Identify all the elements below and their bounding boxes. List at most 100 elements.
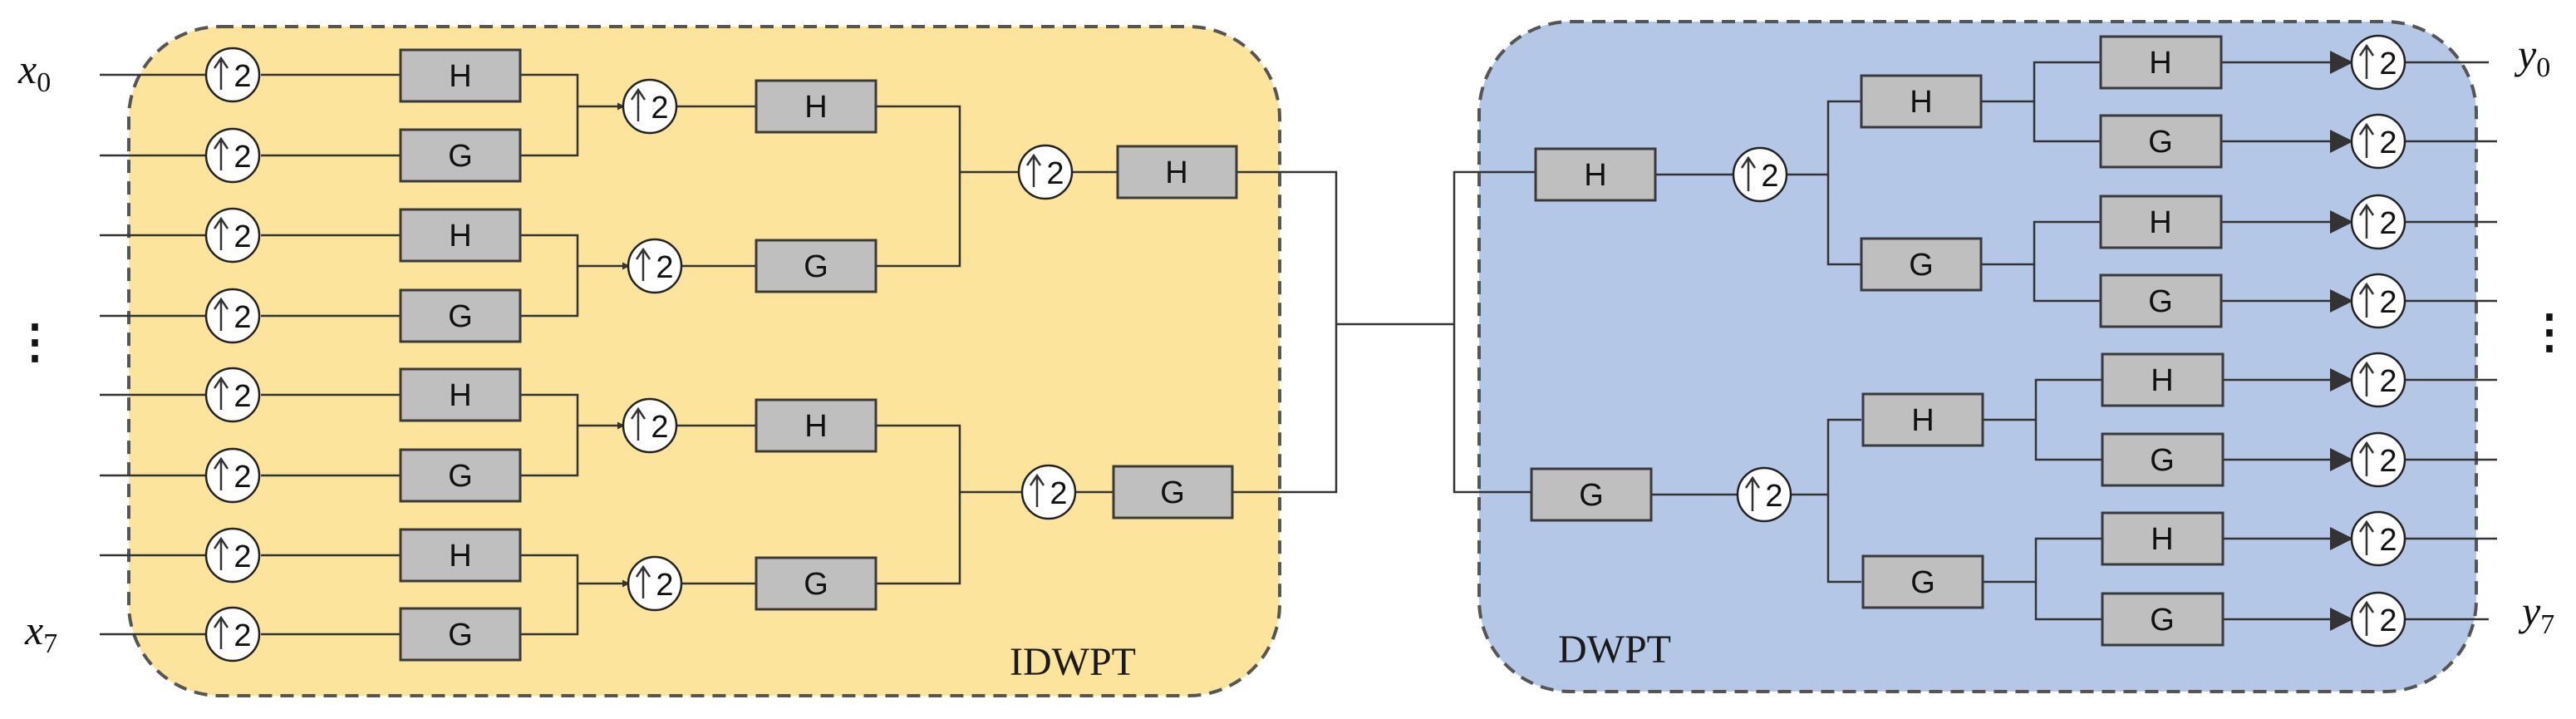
filter-g: G bbox=[755, 556, 878, 611]
svg-text:G: G bbox=[1909, 248, 1934, 283]
dwpt-title: DWPT bbox=[1558, 628, 1671, 672]
svg-text:2: 2 bbox=[234, 140, 251, 175]
svg-text:2: 2 bbox=[656, 568, 673, 603]
svg-text:H: H bbox=[449, 219, 471, 254]
svg-text:H: H bbox=[1584, 158, 1606, 193]
filter-h: H bbox=[1860, 74, 1983, 129]
svg-text:G: G bbox=[1579, 478, 1604, 513]
upsampler: 2 bbox=[204, 288, 261, 344]
svg-text:2: 2 bbox=[2379, 206, 2397, 241]
svg-text:2: 2 bbox=[2379, 603, 2397, 638]
svg-text:G: G bbox=[2150, 443, 2175, 478]
upsampler: 2 bbox=[204, 606, 261, 662]
svg-text:H: H bbox=[1910, 85, 1932, 120]
dwpt-wires bbox=[1651, 51, 2497, 631]
idwpt-panel bbox=[127, 25, 1281, 697]
filter-h: H bbox=[399, 48, 522, 103]
filter-h: H bbox=[1534, 147, 1657, 202]
svg-text:H: H bbox=[449, 539, 471, 574]
svg-text:2: 2 bbox=[2379, 523, 2397, 558]
upsampler: 2 bbox=[622, 78, 678, 135]
upsampler: 2 bbox=[1020, 464, 1077, 520]
svg-text:2: 2 bbox=[1046, 156, 1064, 191]
svg-text:2: 2 bbox=[656, 250, 673, 285]
upsampler: 2 bbox=[627, 555, 683, 612]
svg-text:G: G bbox=[1910, 565, 1935, 600]
filter-h: H bbox=[2099, 35, 2223, 90]
filter-h: H bbox=[2101, 511, 2225, 566]
idwpt-wires bbox=[100, 71, 1536, 638]
svg-text:2: 2 bbox=[234, 539, 251, 574]
upsampler: 2 bbox=[204, 447, 261, 504]
svg-text:2: 2 bbox=[1050, 476, 1067, 511]
downsampler: 2 bbox=[2350, 113, 2406, 170]
svg-text:G: G bbox=[448, 139, 473, 174]
filter-g: G bbox=[755, 239, 878, 293]
filter-g: G bbox=[399, 128, 522, 183]
upsampler: 2 bbox=[204, 207, 261, 263]
filter-g: G bbox=[2099, 114, 2223, 169]
idwpt-title: IDWPT bbox=[1010, 640, 1136, 684]
svg-text:2: 2 bbox=[234, 460, 251, 495]
filter-h: H bbox=[399, 367, 522, 422]
filter-h: H bbox=[399, 528, 522, 583]
dwpt-filter-blocks: H G H G H G H G H G H G H G bbox=[1530, 35, 2225, 647]
svg-text:2: 2 bbox=[234, 618, 251, 653]
filter-h: H bbox=[2099, 195, 2223, 249]
upsampler: 2 bbox=[204, 47, 261, 103]
downsampler: 2 bbox=[2350, 34, 2406, 91]
upsampler: 2 bbox=[627, 238, 683, 294]
filter-g: G bbox=[2099, 273, 2223, 328]
downsampler: 2 bbox=[2350, 510, 2406, 567]
svg-text:H: H bbox=[449, 378, 471, 413]
svg-text:H: H bbox=[2151, 522, 2173, 557]
filter-h: H bbox=[2101, 352, 2225, 407]
svg-text:H: H bbox=[2149, 205, 2171, 240]
svg-text:G: G bbox=[2150, 603, 2175, 638]
svg-text:G: G bbox=[448, 618, 473, 653]
svg-text:2: 2 bbox=[234, 219, 251, 254]
svg-text:2: 2 bbox=[2379, 364, 2397, 399]
upsampler: 2 bbox=[204, 367, 261, 423]
filter-g: G bbox=[1860, 237, 1983, 292]
svg-text:G: G bbox=[804, 249, 828, 284]
downsampler: 2 bbox=[2350, 591, 2406, 648]
output-label-y0: y0 bbox=[2514, 31, 2550, 83]
upsampler: 2 bbox=[204, 127, 261, 184]
input-ellipsis: ⋮ bbox=[12, 317, 58, 368]
svg-text:2: 2 bbox=[1765, 479, 1782, 514]
filter-g: G bbox=[399, 607, 522, 662]
svg-text:2: 2 bbox=[234, 300, 251, 335]
svg-text:H: H bbox=[1911, 403, 1934, 438]
filter-g: G bbox=[2101, 432, 2225, 487]
input-label-x7: x7 bbox=[24, 607, 57, 659]
filter-g: G bbox=[2101, 592, 2225, 647]
svg-text:H: H bbox=[2151, 363, 2173, 398]
dwpt-downsamplers: 2 2 2 2 2 2 2 2 2 2 bbox=[1732, 34, 2406, 648]
filter-g: G bbox=[1861, 554, 1984, 609]
svg-text:G: G bbox=[448, 299, 473, 334]
idwpt-upsamplers: 2 2 2 2 2 2 2 2 2 2 2 2 2 2 bbox=[204, 47, 1077, 662]
svg-text:2: 2 bbox=[2379, 285, 2397, 320]
filter-g: G bbox=[1112, 465, 1234, 520]
svg-text:2: 2 bbox=[651, 91, 668, 126]
filter-g: G bbox=[1530, 467, 1653, 522]
svg-text:H: H bbox=[449, 59, 471, 94]
svg-text:H: H bbox=[2149, 46, 2171, 81]
svg-text:G: G bbox=[1160, 475, 1185, 510]
svg-text:H: H bbox=[804, 90, 827, 125]
svg-text:H: H bbox=[804, 409, 827, 444]
upsampler: 2 bbox=[1017, 144, 1074, 200]
output-label-y7: y7 bbox=[2518, 588, 2554, 640]
svg-text:G: G bbox=[448, 459, 473, 494]
filter-h: H bbox=[1861, 392, 1984, 447]
svg-text:2: 2 bbox=[2379, 444, 2397, 479]
downsampler: 2 bbox=[2350, 352, 2406, 408]
svg-text:H: H bbox=[1165, 155, 1187, 190]
filter-h: H bbox=[755, 398, 878, 453]
svg-text:G: G bbox=[2148, 125, 2173, 160]
downsampler: 2 bbox=[1732, 146, 1788, 203]
filter-h: H bbox=[399, 208, 522, 263]
svg-text:G: G bbox=[804, 567, 828, 602]
